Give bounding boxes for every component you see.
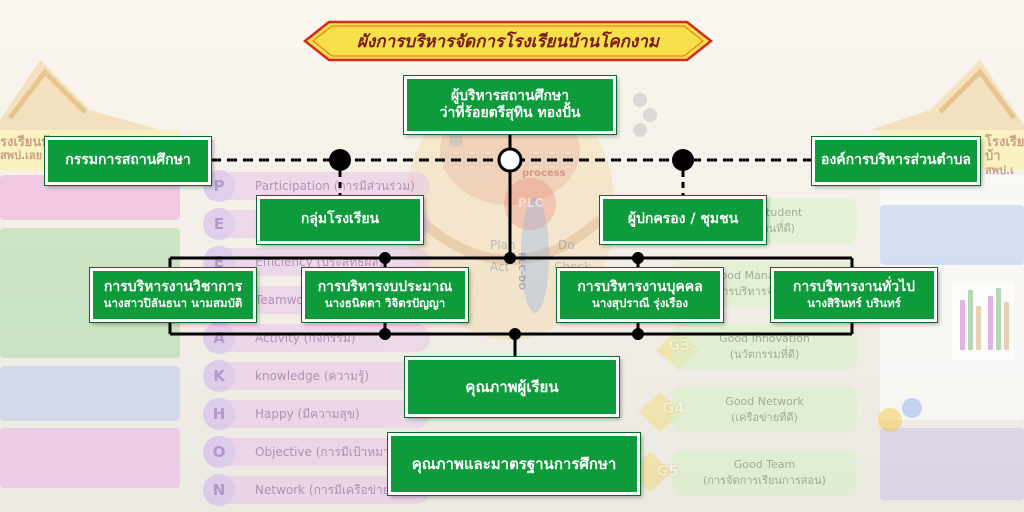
bg-left-banner-line-2: สพป.เลย <box>0 149 43 163</box>
budget-name: นางธนิตตา วิจิตรปัญญา <box>324 296 446 311</box>
school-group-label: กลุ่มโรงเรียน <box>300 211 380 228</box>
bg-peakhon-letter: N <box>203 474 235 506</box>
bg-cycle-do: Do <box>558 238 575 252</box>
bg-good-badge: G4 <box>662 399 685 417</box>
bg-peakhon-letter: A <box>203 322 235 354</box>
bg-good-label: Good Network <box>725 394 804 408</box>
bg-peakhon-label: Objective (การมีเป้าหมาย) <box>255 444 402 459</box>
bg-peakhon-letter: H <box>203 398 235 430</box>
title-banner-shape <box>302 20 714 62</box>
bg-peakhon-label: knowledge (ความรู้) <box>255 368 370 383</box>
bg-peakhon-letter: O <box>203 436 235 468</box>
director-title: ผู้บริหารสถานศึกษา <box>450 87 570 104</box>
bg-good-badge: G5 <box>656 462 679 480</box>
bg-peakhon-label: Activity (กิจกรรม) <box>255 330 356 345</box>
bg-peakhon-label: Participation (การมีส่วนร่วม) <box>255 178 415 193</box>
edu-standard-box: คุณภาพและมาตรฐานการศึกษา <box>388 433 640 495</box>
bg-good-sub: (เครือข่ายที่ดี) <box>731 410 798 424</box>
budget-box: การบริหารงบประมาณ นางธนิตตา วิจิตรปัญญา <box>302 268 468 322</box>
bg-good-sub: (นวัตกรรมที่ดี) <box>729 347 800 361</box>
bg-peakhon-letter: K <box>203 360 235 392</box>
bg-right-banner-line-2: สพป.เ <box>985 163 1014 177</box>
parents-box: ผู้ปกครอง / ชุมชน <box>600 196 766 244</box>
bg-good-label: Good Team <box>733 457 796 471</box>
general-name: นางสิรินทร์ บรินทร์ <box>807 296 901 311</box>
academic-name: นางสาวปิลันธนา นามสมบัติ <box>103 296 243 311</box>
director-box: ผู้บริหารสถานศึกษา ว่าที่ร้อยตรีสุทิน ทอ… <box>404 76 616 134</box>
general-box: การบริหารงานทั่วไป นางสิรินทร์ บรินทร์ <box>771 268 937 322</box>
bg-peakhon-item: H Happy (มีความสุข) <box>203 398 430 430</box>
bg-good-item: Good Team (การจัดการเรียนการสอน) <box>672 450 857 496</box>
personnel-title: การบริหารงานบุคคล <box>577 278 703 295</box>
edu-standard-label: คุณภาพและมาตรฐานการศึกษา <box>411 454 617 473</box>
academic-title: การบริหารงานวิชาการ <box>103 278 243 295</box>
budget-title: การบริหารงบประมาณ <box>317 278 453 295</box>
bg-peakhon-item: A Activity (กิจกรรม) <box>203 322 430 354</box>
bg-good-label: Good Innovation <box>719 331 810 345</box>
director-name: ว่าที่ร้อยตรีสุทิน ทองปั้น <box>439 105 581 121</box>
bg-cycle-process: process <box>522 168 566 179</box>
school-group-box: กลุ่มโรงเรียน <box>257 196 423 244</box>
page-title: ผังการบริหารจัดการโรงเรียนบ้านโคกงาม <box>357 31 659 52</box>
school-board-box: กรรมการสถานศึกษา <box>45 137 211 185</box>
bg-peakhon-item: N Network (การมีเครือข่าย) <box>203 474 430 506</box>
subdistrict-box: องค์การบริหารส่วนตำบล <box>812 137 980 185</box>
bg-cycle-plan: Plan <box>490 238 516 252</box>
personnel-box: การบริหารงานบุคคล นางสุปราณี รุ่งเรือง <box>557 268 723 322</box>
bg-good-item: Good Network (เครือข่ายที่ดี) <box>672 387 857 433</box>
subdistrict-label: องค์การบริหารส่วนตำบล <box>821 152 971 169</box>
bg-cycle-act: Act <box>490 260 510 274</box>
bg-good-item: Good Innovation (นวัตกรรมที่ดี) <box>672 324 857 370</box>
bg-peakhon-label: Happy (มีความสุข) <box>255 406 360 421</box>
bg-right-banner-line-1: โรงเรียนบ้า <box>985 135 1024 165</box>
bg-cycle-model: PLC-DO <box>516 252 526 290</box>
parents-label: ผู้ปกครอง / ชุมชน <box>627 211 739 228</box>
student-quality-box: คุณภาพผู้เรียน <box>405 357 619 417</box>
personnel-name: นางสุปราณี รุ่งเรือง <box>592 296 688 311</box>
school-board-label: กรรมการสถานศึกษา <box>65 152 191 169</box>
bg-peakhon-label: Network (การมีเครือข่าย) <box>255 482 395 497</box>
academic-box: การบริหารงานวิชาการ นางสาวปิลันธนา นามสม… <box>90 268 256 322</box>
general-title: การบริหารงานทั่วไป <box>792 278 916 295</box>
bg-good-badge: G3 <box>668 336 691 354</box>
title-banner: ผังการบริหารจัดการโรงเรียนบ้านโคกงาม <box>302 20 714 62</box>
bg-right-banner-text: โรงเรียนบ้า สพป.เ <box>985 135 1024 177</box>
bg-peakhon-label: Teamwork <box>255 293 316 307</box>
bg-good-sub: (การจัดการเรียนการสอน) <box>703 473 826 487</box>
bg-peakhon-letter: E <box>203 208 235 240</box>
student-quality-label: คุณภาพผู้เรียน <box>465 377 559 396</box>
bg-cycle-center: PLC <box>518 196 544 210</box>
